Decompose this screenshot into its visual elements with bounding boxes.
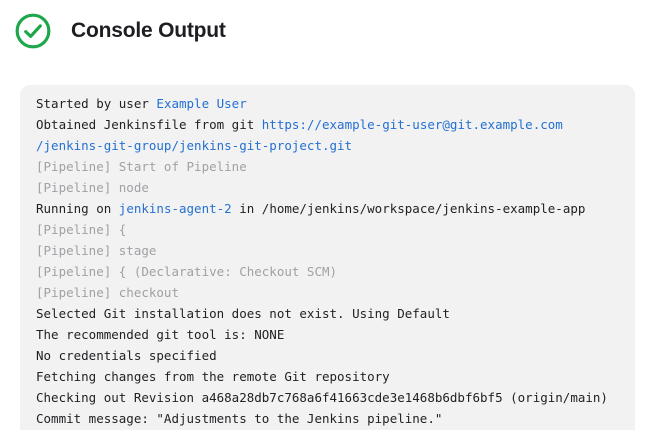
page-header: Console Output (14, 12, 226, 50)
console-link[interactable]: jenkins-agent-2 (118, 201, 232, 216)
console-line: Running on jenkins-agent-2 in /home/jenk… (36, 198, 619, 219)
console-line: Started by user Example User (36, 93, 619, 114)
success-check-icon (15, 13, 51, 49)
check-mark (24, 24, 42, 38)
console-text-segment: [Pipeline] node (36, 180, 149, 195)
console-line: [Pipeline] node (36, 177, 619, 198)
console-text-segment: Running on (36, 201, 119, 216)
console-text-segment: in /home/jenkins/workspace/jenkins-examp… (231, 201, 586, 216)
console-text-segment: [Pipeline] { (Declarative: Checkout SCM) (36, 264, 338, 279)
console-text-segment: The recommended git tool is: NONE (36, 327, 285, 342)
console-text-segment: Checking out Revision a468a28db7c768a6f4… (36, 390, 608, 405)
console-link[interactable]: https://example-git-user@git.example.com (261, 117, 563, 132)
page-title: Console Output (71, 19, 226, 42)
console-text-segment: [Pipeline] checkout (36, 285, 179, 300)
console-text-segment: [Pipeline] stage (36, 243, 157, 258)
console-line: /jenkins-git-group/jenkins-git-project.g… (36, 135, 619, 156)
console-line: [Pipeline] { (36, 219, 619, 240)
console-line: Selected Git installation does not exist… (36, 303, 619, 324)
console-line: Commit message: "Adjustments to the Jenk… (36, 408, 619, 429)
console-line: Checking out Revision a468a28db7c768a6f4… (36, 387, 619, 408)
console-line: Obtained Jenkinsfile from git https://ex… (36, 114, 619, 135)
console-link[interactable]: Example User (156, 96, 247, 111)
console-text-segment: [Pipeline] Start of Pipeline (36, 159, 247, 174)
console-line: [Pipeline] { (Declarative: Checkout SCM) (36, 261, 619, 282)
console-text-segment: Obtained Jenkinsfile from git (36, 117, 262, 132)
console-link[interactable]: /jenkins-git-group/jenkins-git-project.g… (36, 138, 353, 153)
console-text-segment: Started by user (36, 96, 157, 111)
console-text-segment: Commit message: "Adjustments to the Jenk… (36, 411, 443, 426)
console-line: [Pipeline] stage (36, 240, 619, 261)
console-line: [Pipeline] checkout (36, 282, 619, 303)
console-line: The recommended git tool is: NONE (36, 324, 619, 345)
console-text-segment: [Pipeline] { (36, 222, 127, 237)
success-circle (15, 13, 51, 49)
console-text-segment: Fetching changes from the remote Git rep… (36, 369, 390, 384)
console-text-segment: Selected Git installation does not exist… (36, 306, 450, 321)
console-line: [Pipeline] Start of Pipeline (36, 156, 619, 177)
console-line: Fetching changes from the remote Git rep… (36, 366, 619, 387)
console-text-segment: No credentials specified (36, 348, 217, 363)
console-line: No credentials specified (36, 345, 619, 366)
